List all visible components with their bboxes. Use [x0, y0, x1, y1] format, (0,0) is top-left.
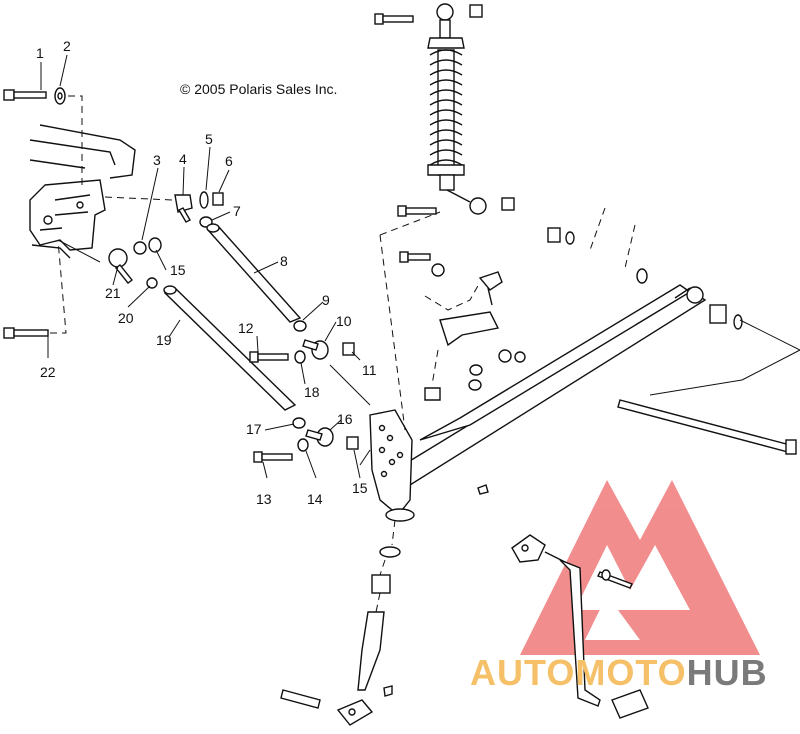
bolt-1 [3, 89, 47, 101]
copyright-notice: © 2005 Polaris Sales Inc. [180, 81, 337, 97]
nut-3 [133, 241, 147, 255]
tie-rod-19 [163, 285, 297, 411]
bolt-22 [3, 327, 49, 339]
part-label-18: 18 [304, 384, 320, 400]
svg-text:AUTOMOTOHUB: AUTOMOTOHUB [470, 652, 768, 693]
part-label-17: 17 [246, 421, 262, 437]
part-label-2: 2 [63, 38, 71, 54]
watermark-text-suffix: HUB [687, 652, 768, 693]
pivot-bolt-long [617, 399, 797, 455]
steering-arm [511, 534, 649, 719]
washer-14 [297, 438, 309, 452]
tie-rod-8 [206, 223, 302, 323]
part-labels: 1 2 3 4 5 6 7 8 9 10 11 12 13 14 15 15 1… [36, 38, 377, 507]
nut-17 [292, 417, 306, 429]
part-label-6: 6 [225, 153, 233, 169]
leader-lines [40, 54, 371, 479]
part-label-16: 16 [337, 411, 353, 427]
part-label-12: 12 [238, 320, 254, 336]
part-label-13: 13 [256, 491, 272, 507]
part-label-20: 20 [118, 310, 134, 326]
sway-bar-bracket [399, 251, 526, 401]
part-label-15-lower: 15 [352, 480, 368, 496]
washer-5 [199, 191, 209, 209]
part-label-15-upper: 15 [170, 262, 186, 278]
bolt-12 [249, 351, 289, 363]
frame-bracket [29, 124, 136, 259]
spindle-shaft [280, 546, 401, 726]
part-label-10: 10 [336, 313, 352, 329]
rod-end-21 [108, 248, 133, 284]
nut-15-lower [346, 436, 359, 450]
shock-upper-bolt [374, 4, 483, 25]
part-label-14: 14 [307, 491, 323, 507]
part-label-5: 5 [205, 131, 213, 147]
nut-6 [212, 192, 224, 206]
part-label-8: 8 [280, 253, 288, 269]
washer-18 [294, 350, 306, 364]
watermark-text-prefix: AUTOMOTO [470, 652, 687, 693]
grease-fitting [477, 484, 489, 495]
part-label-3: 3 [153, 152, 161, 168]
shock-lower-bolt [397, 197, 515, 217]
nut-9 [293, 320, 307, 332]
a-arm [393, 284, 707, 486]
pivot-bushings-right [709, 304, 743, 330]
part-label-11: 11 [362, 362, 377, 378]
washer-2 [54, 87, 66, 105]
part-label-7: 7 [233, 203, 241, 219]
bolt-13 [253, 451, 293, 463]
shock-absorber [427, 3, 487, 215]
rod-end-16 [305, 427, 334, 447]
spindle-housing [369, 409, 415, 522]
watermark-logo [520, 480, 760, 655]
nut-20 [146, 277, 158, 289]
rod-end-10 [302, 339, 329, 360]
bushing-15-upper [148, 237, 162, 253]
part-label-19: 19 [156, 332, 172, 348]
part-label-1: 1 [36, 45, 44, 61]
rod-end-4 [174, 194, 193, 223]
part-label-9: 9 [322, 292, 330, 308]
watermark-text: AUTOMOTOHUB [470, 652, 768, 693]
pivot-washers-top [547, 227, 648, 284]
nut-11 [342, 342, 355, 356]
part-label-21: 21 [105, 285, 121, 301]
part-label-4: 4 [179, 151, 187, 167]
part-label-22: 22 [40, 364, 56, 380]
